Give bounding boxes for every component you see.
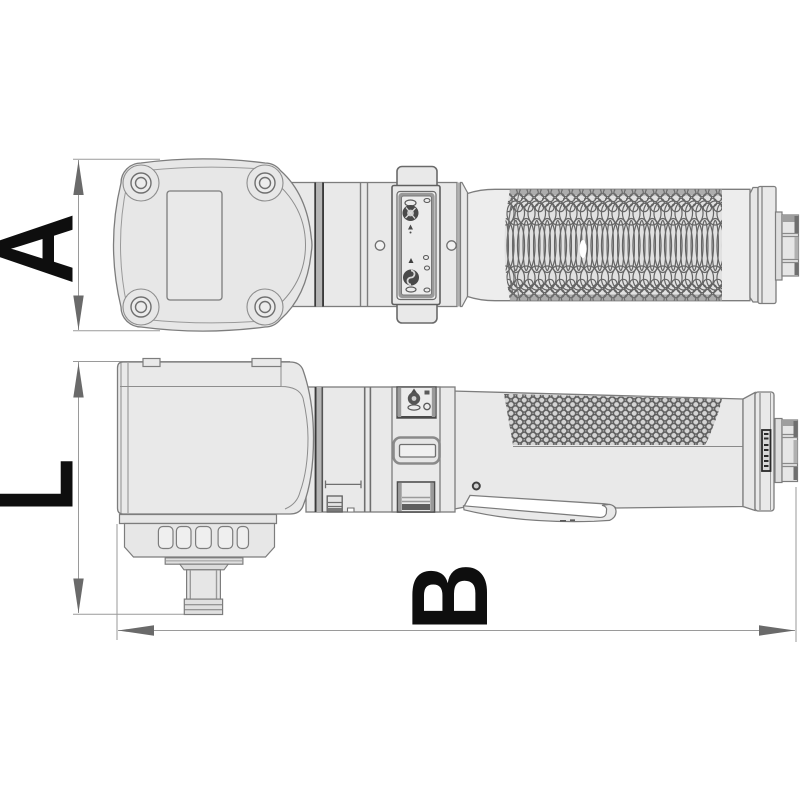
- svg-text:A: A: [0, 213, 95, 285]
- svg-text:B: B: [389, 563, 511, 631]
- svg-text:L: L: [0, 459, 95, 513]
